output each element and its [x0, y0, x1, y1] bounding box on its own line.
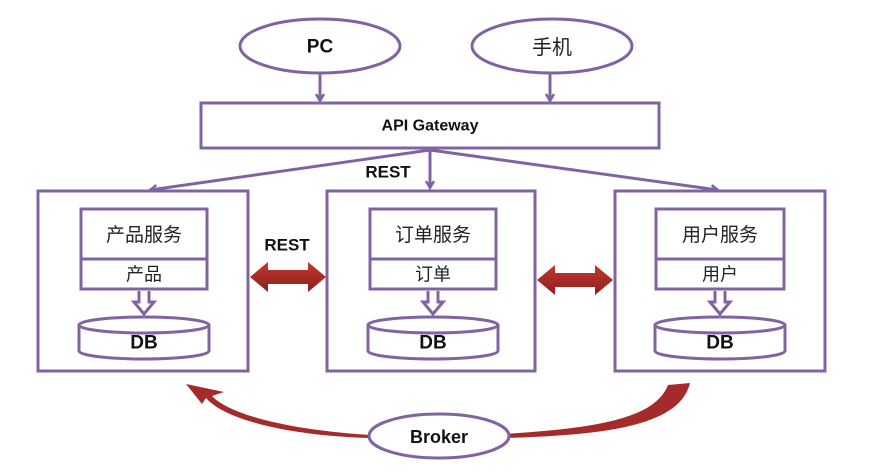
gateway-to-product-arrow	[150, 148, 431, 190]
db-label: DB	[706, 333, 733, 354]
db-access-arrow	[706, 291, 734, 317]
service-module-box	[654, 207, 786, 291]
order-user-double-arrow	[537, 265, 613, 295]
inter-service-rest-label: REST	[264, 236, 310, 255]
product-order-double-arrow	[250, 262, 326, 292]
client-pc: PC	[238, 17, 402, 75]
db-access-arrow	[130, 291, 158, 317]
db-label: DB	[419, 333, 446, 354]
gateway-rest-label: REST	[365, 163, 411, 182]
db-label: DB	[130, 333, 157, 354]
service-entity: 产品	[126, 265, 162, 286]
broker: Broker	[367, 412, 511, 460]
user-to-broker-curve	[504, 383, 690, 438]
service-name: 用户服务	[682, 224, 758, 246]
client-mobile: 手机	[470, 17, 634, 75]
service-entity: 订单	[415, 265, 451, 286]
database-cylinder	[366, 315, 500, 361]
db-access-arrow	[419, 291, 447, 317]
service-product: 产品服务 产品 DB	[36, 189, 250, 373]
service-entity: 用户	[702, 265, 738, 286]
gateway-to-user-arrow	[429, 148, 718, 190]
gateway-label: API Gateway	[382, 118, 479, 135]
gateway-box	[199, 101, 661, 150]
mobile-ellipse	[470, 17, 634, 75]
broker-ellipse	[367, 412, 511, 460]
pc-label: PC	[307, 37, 334, 58]
service-module-box	[79, 207, 209, 291]
service-order: 订单服务 订单 DB	[325, 189, 537, 373]
mobile-label: 手机	[532, 35, 572, 59]
database-cylinder	[77, 315, 211, 361]
api-gateway: API Gateway	[199, 101, 661, 150]
broker-to-product-curve-arrow	[186, 384, 370, 438]
service-module-box	[368, 207, 498, 291]
service-name: 产品服务	[106, 224, 182, 246]
service-name: 订单服务	[395, 224, 471, 246]
service-user: 用户服务 用户 DB	[613, 189, 827, 373]
database-cylinder	[653, 315, 787, 361]
broker-label: Broker	[410, 427, 468, 447]
